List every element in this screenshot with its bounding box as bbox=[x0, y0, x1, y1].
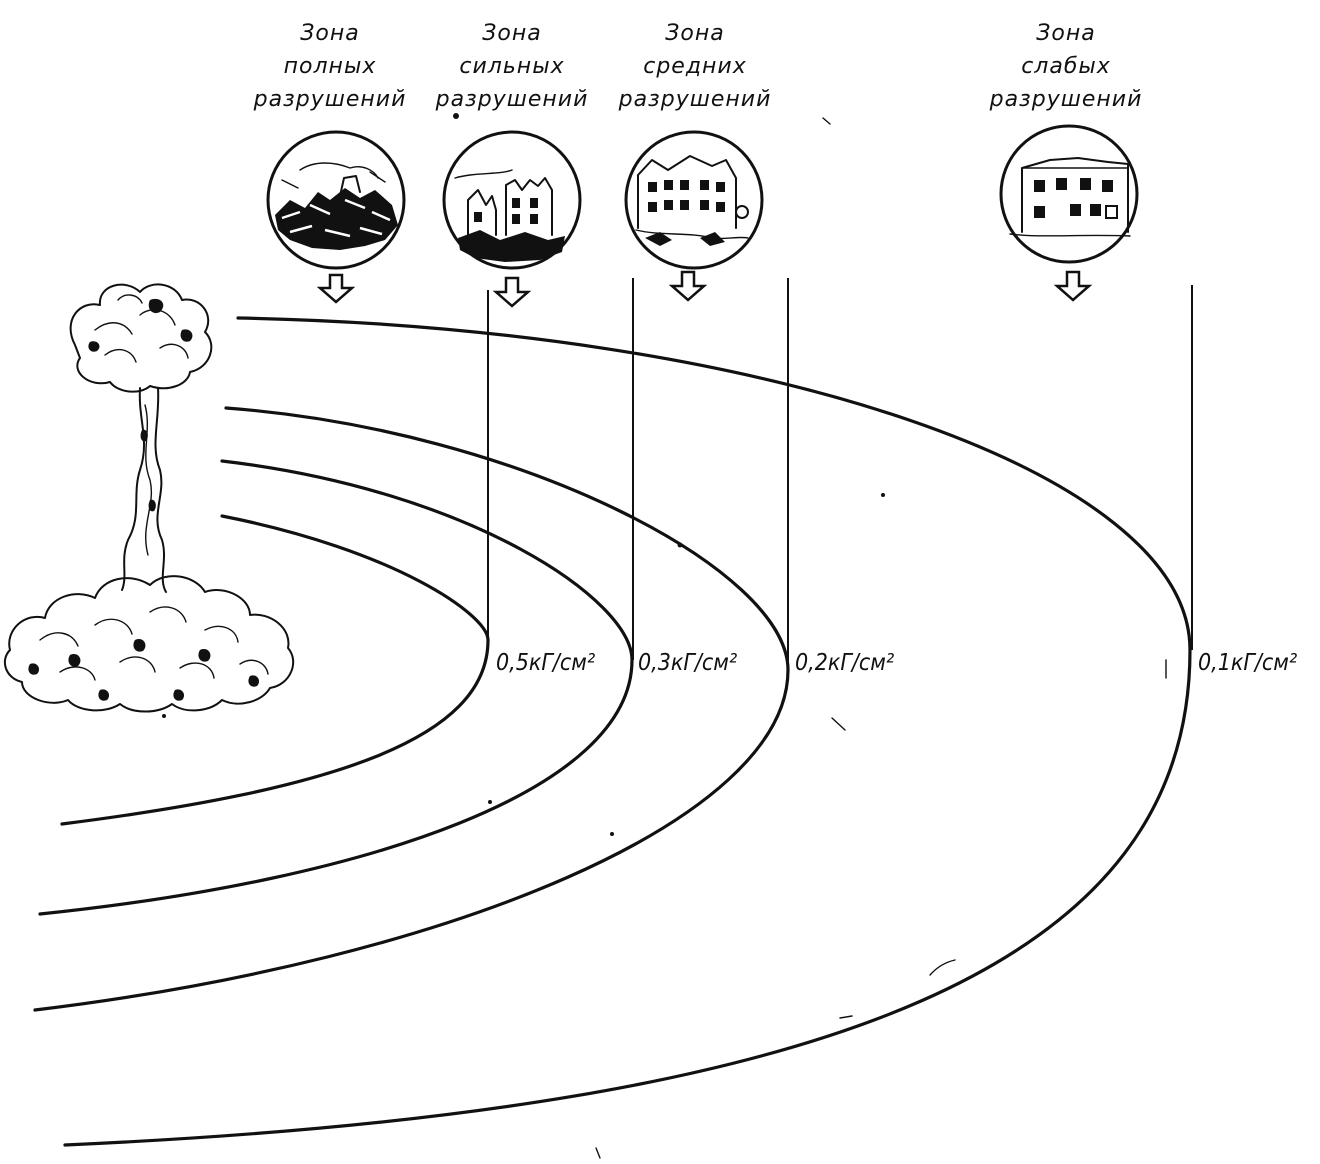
zone-title-line: разрушений bbox=[253, 87, 407, 112]
zone-title-line: Зона bbox=[300, 21, 359, 46]
mushroom-cloud-icon bbox=[3, 283, 295, 713]
zone-title-medium: Зона средних разрушений bbox=[618, 21, 772, 112]
ruined-building-icon bbox=[442, 130, 582, 270]
zone-title-line: Зона bbox=[1036, 21, 1095, 46]
arc-05 bbox=[60, 514, 490, 826]
zone-title-line: разрушений bbox=[435, 87, 589, 112]
pressure-value: 0,5 bbox=[496, 650, 529, 676]
pressure-unit: кГ/см² bbox=[1231, 650, 1297, 676]
zone-title-weak: Зона слабых разрушений bbox=[989, 21, 1143, 112]
pressure-unit: кГ/см² bbox=[828, 650, 894, 676]
pressure-label-01: 0,1кГ/см² bbox=[1198, 650, 1297, 676]
down-arrow-icon bbox=[492, 276, 532, 308]
down-arrow-icon bbox=[668, 270, 708, 302]
pressure-label-03: 0,3кГ/см² bbox=[638, 650, 737, 676]
print-specks bbox=[162, 113, 1167, 1159]
pressure-value: 0,3 bbox=[638, 650, 671, 676]
pressure-label-05: 0,5кГ/см² bbox=[496, 650, 595, 676]
intact-building-icon bbox=[999, 124, 1139, 264]
down-arrow-icon bbox=[316, 273, 356, 304]
pressure-unit: кГ/см² bbox=[671, 650, 737, 676]
zone-title-complete: Зона полных разрушений bbox=[253, 21, 407, 112]
zone-title-line: сильных bbox=[459, 54, 564, 79]
down-arrow-icons bbox=[316, 270, 1093, 308]
zone-title-line: Зона bbox=[665, 21, 724, 46]
zone-title-line: полных bbox=[284, 54, 377, 79]
pressure-value: 0,1 bbox=[1198, 650, 1231, 676]
zone-title-line: разрушений bbox=[618, 87, 772, 112]
zone-title-severe: Зона сильных разрушений bbox=[435, 21, 589, 112]
down-arrow-icon bbox=[1053, 270, 1093, 302]
zone-title-line: разрушений bbox=[989, 87, 1143, 112]
zone-title-line: слабых bbox=[1021, 54, 1111, 79]
arc-01 bbox=[63, 316, 1192, 1147]
pressure-label-02: 0,2кГ/см² bbox=[795, 650, 894, 676]
pressure-value: 0,2 bbox=[795, 650, 828, 676]
arc-03 bbox=[38, 459, 634, 916]
pressure-arcs bbox=[33, 316, 1192, 1147]
zone-title-line: средних bbox=[643, 54, 747, 79]
damaged-building-icon bbox=[624, 130, 764, 270]
rubble-pile-icon bbox=[266, 130, 406, 270]
zone-boundary-lines bbox=[487, 278, 1193, 670]
pressure-unit: кГ/см² bbox=[529, 650, 595, 676]
zone-title-line: Зона bbox=[482, 21, 541, 46]
pressure-labels: 0,5кГ/см² 0,3кГ/см² 0,2кГ/см² 0,1кГ/см² bbox=[496, 650, 1297, 676]
arc-02 bbox=[33, 406, 790, 1012]
